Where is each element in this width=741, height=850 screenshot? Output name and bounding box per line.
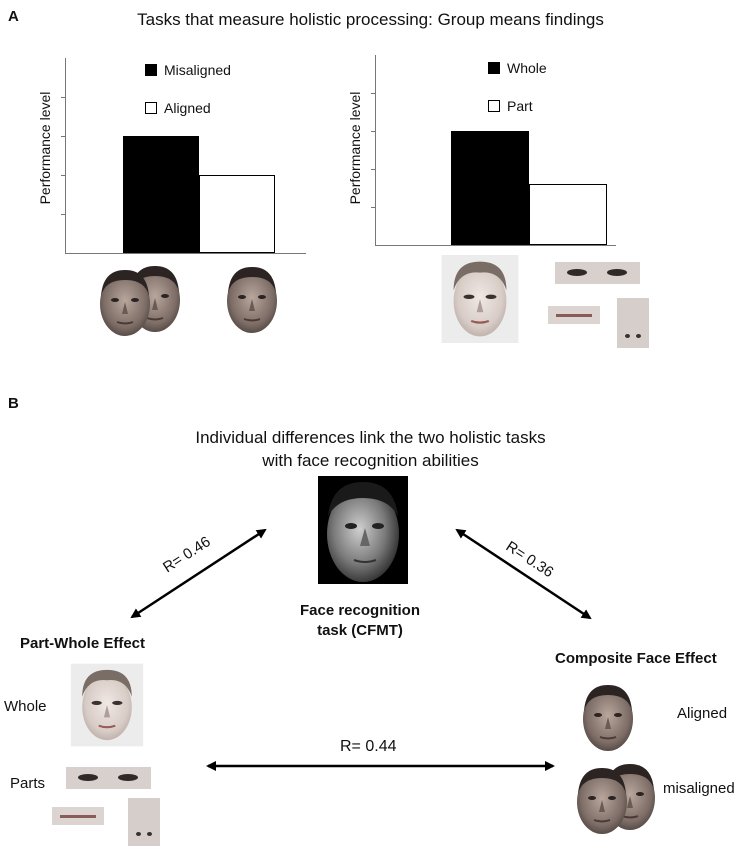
arrow-left [130,528,267,619]
arrow-right [455,528,592,620]
legend-label: Misaligned [164,62,231,78]
legend-label: Part [507,98,533,114]
legend-whole: Whole [488,60,547,76]
y-tick [61,214,66,215]
r-bottom-label: R= 0.44 [340,738,397,755]
legend-swatch-white [145,102,157,114]
panel-b-title-line1: Individual differences link the two holi… [195,428,546,447]
legend-misaligned: Misaligned [145,62,231,78]
cfmt-face-image [318,476,408,584]
legend-swatch-white [488,100,500,112]
legend-swatch-black [488,62,500,74]
mouth-part-image [548,306,600,324]
aligned-label: Aligned [677,705,728,722]
panel-b-letter: B [8,395,19,412]
parts-label: Parts [10,775,46,792]
legend-aligned: Aligned [145,100,211,116]
y-tick [371,207,376,208]
part-whole-title: Part-Whole Effect [20,635,146,652]
composite-face-title: Composite Face Effect [555,650,717,667]
y-tick [371,169,376,170]
legend-swatch-black [145,64,157,76]
b-mouth-part-image [52,807,104,825]
composite-plot-area [61,58,306,254]
whole-face-image [441,255,519,343]
panel-a-title: Tasks that measure holistic processing: … [137,10,604,29]
bar-whole [451,131,529,245]
cfmt-label-line1: Face recognition [299,602,421,619]
b-eyes-part-image [66,767,151,789]
legend-part: Part [488,98,533,114]
b-misaligned-bottom-half-image [576,767,628,835]
misaligned-label: misaligned [663,780,735,797]
y-tick [371,93,376,94]
y-tick [61,136,66,137]
nose-part-image [617,298,649,348]
bar-part [529,184,607,245]
y-tick [371,131,376,132]
legend-label: Whole [507,60,547,76]
b-whole-face-image [70,663,144,747]
whole-label: Whole [4,698,47,715]
b-aligned-face-image [582,684,634,752]
panel-b-title-line2: with face recognition abilities [262,451,479,470]
bar-aligned [199,175,275,253]
bar-misaligned [123,136,199,253]
eyes-part-image [555,262,640,284]
legend-label: Aligned [164,100,211,116]
y-tick [61,97,66,98]
panel-a-letter: A [8,8,19,25]
b-nose-part-image [128,798,160,846]
partwhole-plot-area [371,55,616,246]
y-tick [61,175,66,176]
cfmt-label-line2: task (CFMT) [317,622,403,639]
